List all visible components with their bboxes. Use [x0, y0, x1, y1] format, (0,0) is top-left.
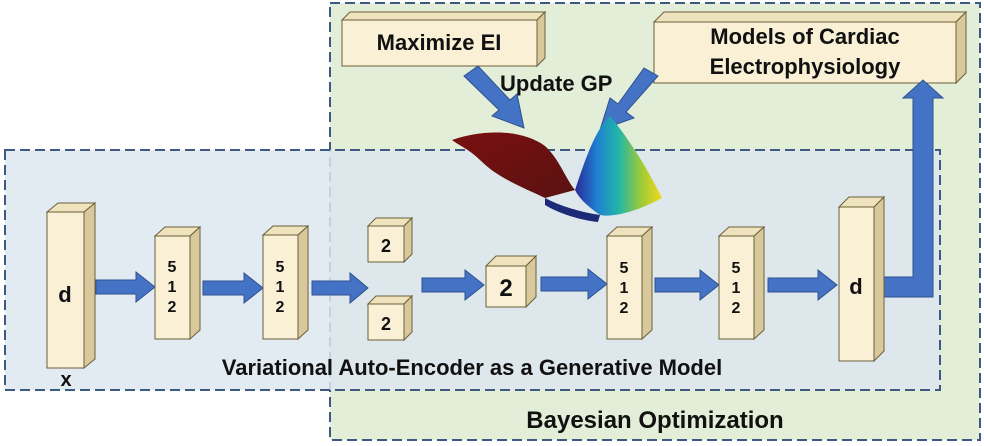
encoder-hidden1-digit: 5	[168, 259, 177, 276]
input-block: d	[45, 201, 97, 370]
arrow-decoder-hidden2-to-output	[767, 268, 838, 302]
arrow-maximize-ei-to-gp	[463, 65, 525, 129]
arrow-sampling-to-latent	[421, 268, 485, 302]
arrow-encoder-hidden2-to-sampling	[311, 271, 369, 305]
bayesian-optimization-label: Bayesian Optimization	[526, 407, 783, 434]
latent-block: 2	[484, 254, 538, 309]
arrow-input-to-encoder-hidden1	[95, 270, 156, 304]
latent-label: 2	[499, 275, 512, 302]
arrow-latent-to-decoder-hidden1	[540, 267, 608, 301]
decoder-hidden1-digit: 5	[620, 260, 629, 277]
cardiac-models-line1: Models of Cardiac	[710, 24, 899, 49]
update-gp-label: Update GP	[500, 71, 612, 96]
input-x-label: x	[60, 369, 71, 391]
decoder-hidden2-digit: 1	[732, 280, 741, 297]
encoder-hidden2-digit: 5	[276, 259, 285, 276]
decoder-hidden2-digit: 2	[732, 300, 741, 317]
maximize-ei-box: Maximize EI	[340, 10, 547, 68]
encoder-hidden2-digit: 1	[276, 279, 285, 296]
decoder-hidden2-digit: 5	[732, 260, 741, 277]
encoder-sigma-block: 2	[366, 294, 414, 342]
output-block-label: d	[849, 274, 862, 299]
decoder-hidden1-digit: 1	[620, 280, 629, 297]
decoder-hidden1-block: 5 1 2	[605, 225, 654, 341]
cardiac-models-line2: Electrophysiology	[710, 54, 901, 79]
output-block: d	[837, 195, 886, 363]
decoder-hidden1-digit: 2	[620, 300, 629, 317]
encoder-mu-label: 2	[381, 236, 391, 256]
input-block-label: d	[58, 282, 71, 307]
vae-region	[4, 149, 941, 391]
encoder-hidden1-digit: 2	[168, 299, 177, 316]
encoder-hidden2-block: 5 1 2	[261, 224, 310, 341]
encoder-hidden2-digit: 2	[276, 299, 285, 316]
encoder-hidden1-digit: 1	[168, 279, 177, 296]
maximize-ei-label: Maximize EI	[377, 30, 502, 55]
encoder-mu-block: 2	[366, 216, 414, 264]
vae-region-label: Variational Auto-Encoder as a Generative…	[222, 355, 722, 380]
gp-surface-plot	[452, 116, 662, 222]
arrow-decoder-hidden1-to-hidden2	[654, 268, 720, 302]
encoder-sigma-label: 2	[381, 314, 391, 334]
decoder-hidden2-block: 5 1 2	[717, 225, 766, 341]
arrow-encoder-hidden1-to-hidden2	[202, 271, 264, 305]
encoder-hidden1-block: 5 1 2	[153, 225, 202, 341]
arrow-cardiac-to-gp	[599, 67, 659, 131]
arrow-output-to-cardiac-models	[883, 79, 945, 298]
cardiac-models-box: Models of Cardiac Electrophysiology	[652, 10, 968, 85]
